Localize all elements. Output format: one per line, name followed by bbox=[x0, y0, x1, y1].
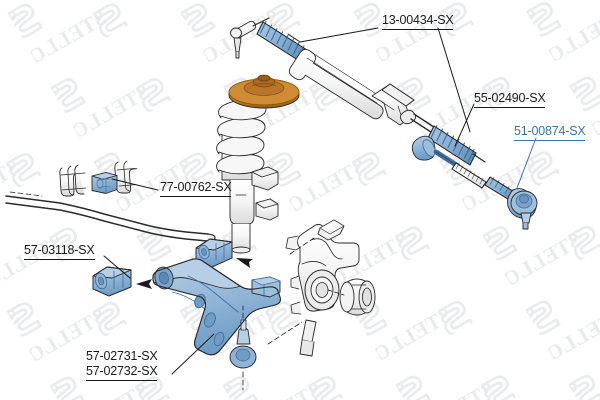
label-text-line2: 57-02732-SX bbox=[86, 364, 158, 378]
label-55-02490-sx[interactable]: 55-02490-SX bbox=[474, 91, 546, 108]
label-text: 77-00762-SX bbox=[160, 180, 232, 194]
label-51-00874-sx[interactable]: 51-00874-SX bbox=[514, 124, 586, 141]
label-57-03118-sx[interactable]: 57-03118-SX bbox=[24, 243, 95, 260]
label-text-line1: 57-02731-SX bbox=[86, 349, 158, 363]
label-57-02731-57-02732-sx[interactable]: 57-02731-SX 57-02732-SX bbox=[86, 349, 158, 381]
label-13-00434-sx[interactable]: 13-00434-SX bbox=[382, 13, 454, 30]
label-text: 13-00434-SX bbox=[382, 13, 454, 27]
label-text: 57-03118-SX bbox=[24, 243, 95, 257]
label-77-00762-sx[interactable]: 77-00762-SX bbox=[160, 180, 232, 197]
label-text: 51-00874-SX bbox=[514, 124, 586, 138]
label-text: 55-02490-SX bbox=[474, 91, 546, 105]
